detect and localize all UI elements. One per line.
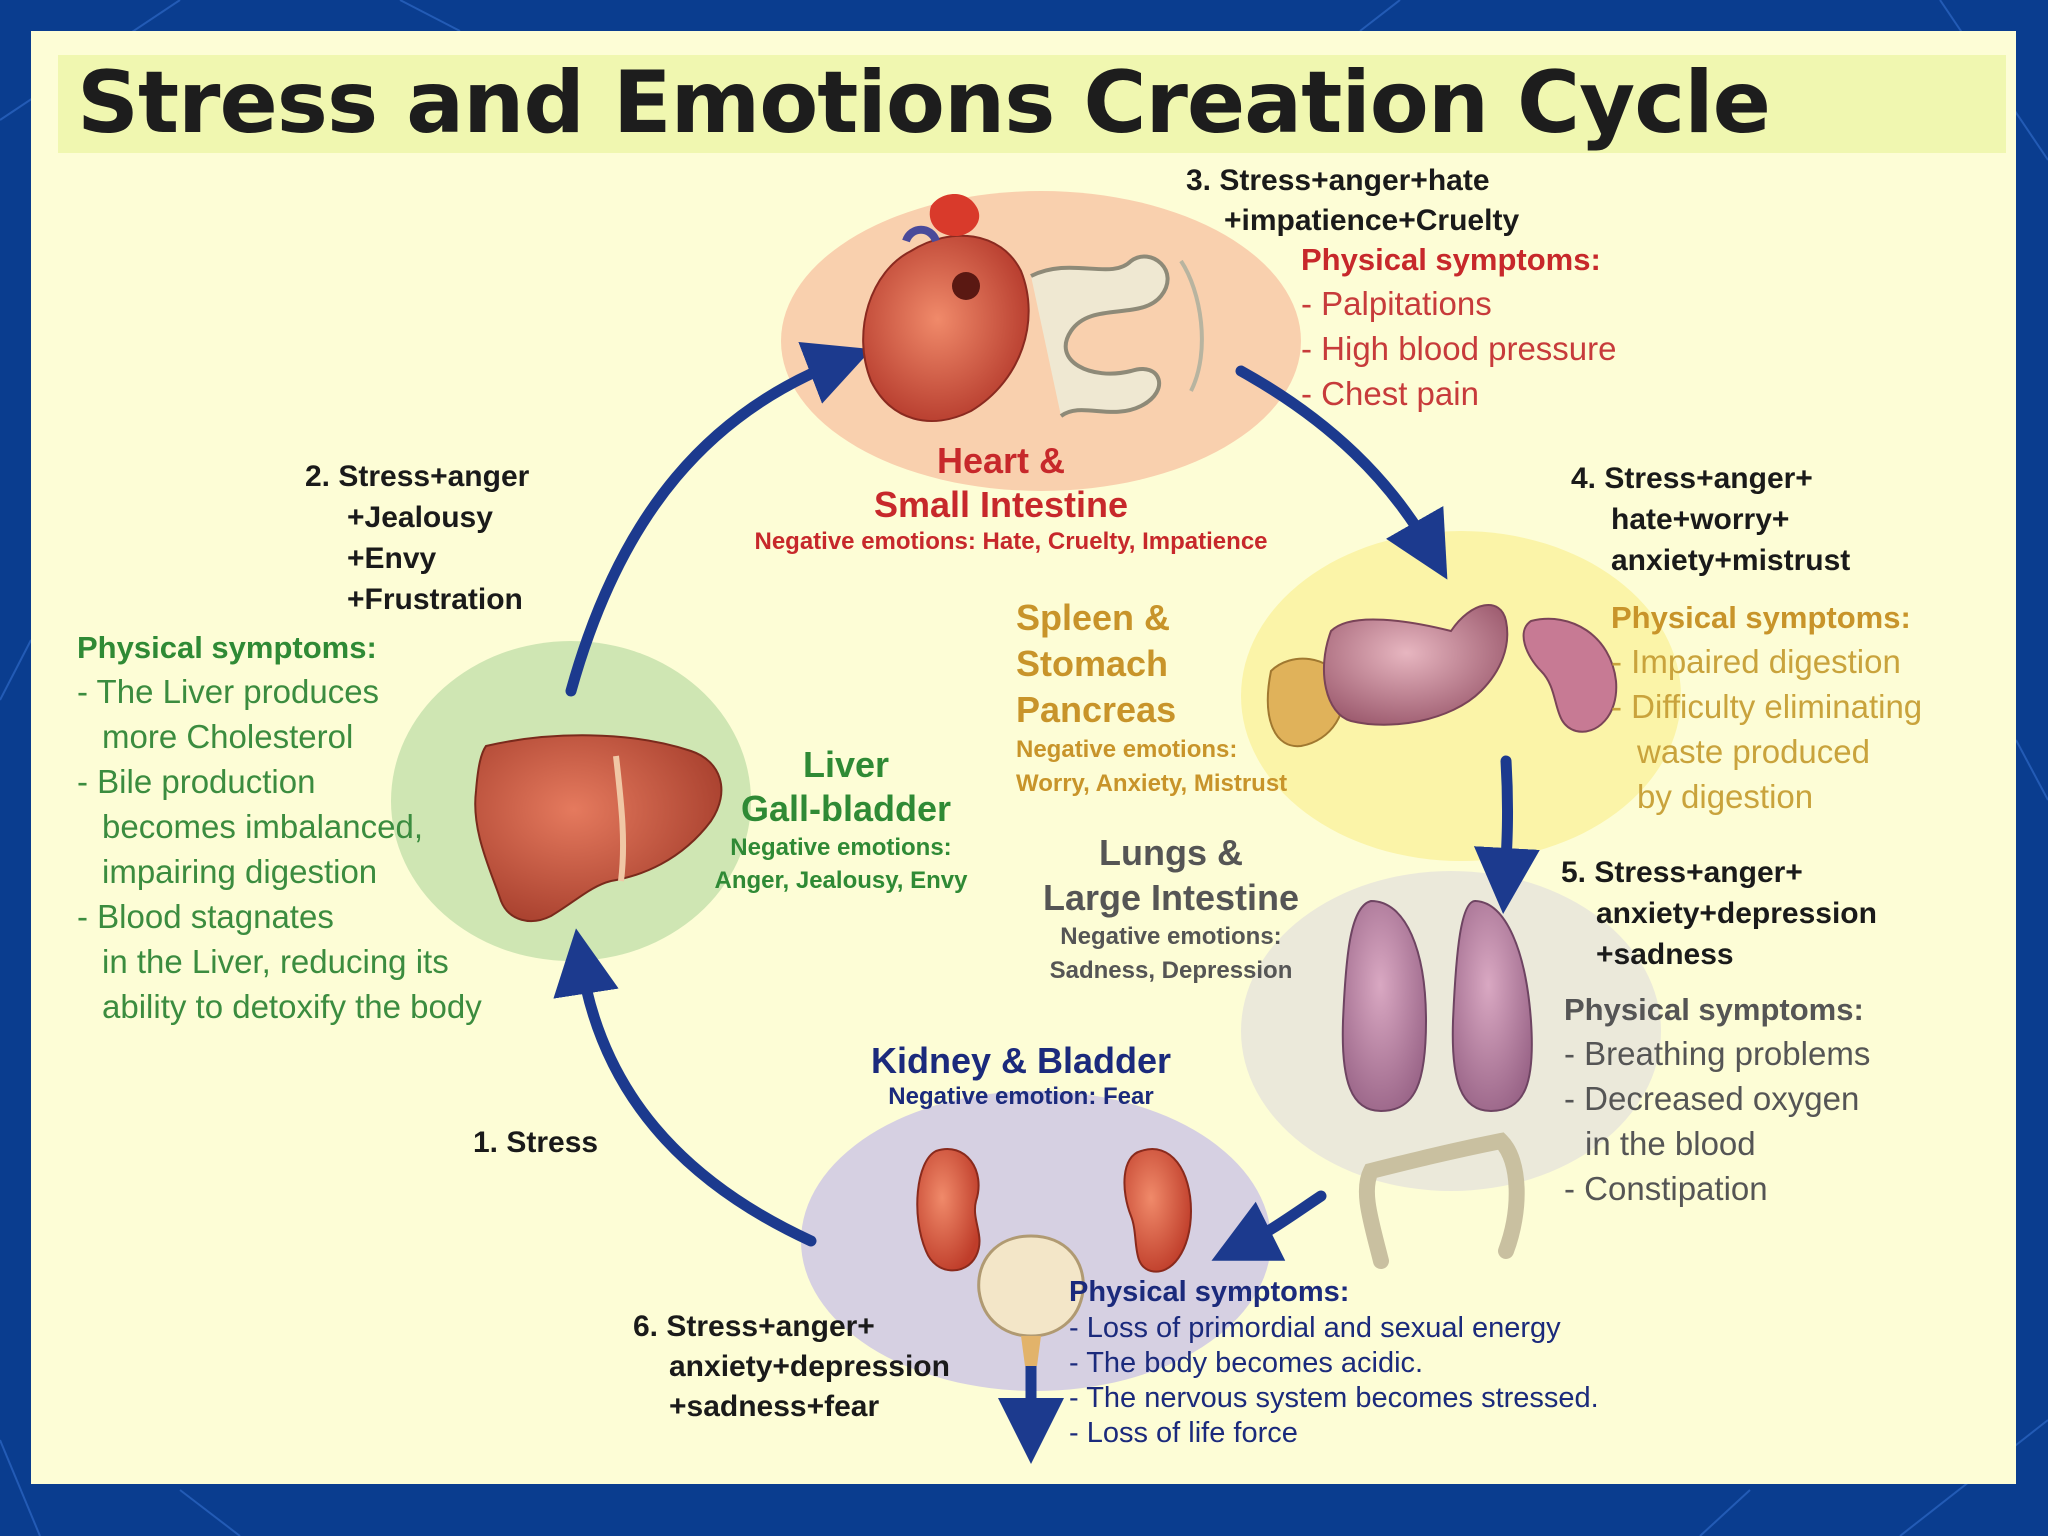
heart-icon [862,193,1030,422]
liver-emotions: Anger, Jealousy, Envy [714,867,968,894]
spleen-symptom-line: by digestion [1637,778,1814,815]
stage-4-line-2: hate+worry+ [1611,503,1790,536]
spleen-symptom-line: waste produced [1637,733,1870,770]
arrow-kidney-to-liver [553,928,817,1247]
stage-6-line-3: +sadness+fear [669,1390,880,1423]
liver-name: Gall-bladder [740,788,952,829]
spleen-emotions: Worry, Anxiety, Mistrust [1016,770,1288,797]
stage-2-line-4: +Frustration [347,583,523,616]
liver-symptom-line: more Cholesterol [102,718,354,755]
kidney-symptom-line: - The nervous system becomes stressed. [1069,1382,1599,1414]
stage-1-label: 1. Stress [473,1126,599,1159]
title-bar [58,55,2006,153]
small-intestine-icon [1030,254,1204,418]
heart-symptom-line: - Chest pain [1301,375,1479,412]
liver-symptom-line: in the Liver, reducing its [102,943,449,980]
kidney-name: Kidney & Bladder [870,1040,1172,1081]
lungs-symptom-line: in the blood [1585,1125,1756,1162]
lungs-symptom-line: - Constipation [1564,1170,1768,1207]
kidney-symptom-line: - Loss of primordial and sexual energy [1069,1312,1561,1344]
lungs-symptom-line: - Breathing problems [1564,1035,1871,1072]
heart-name: Small Intestine [873,484,1129,525]
arrow-heart-to-spleen [1235,365,1448,580]
liver-icon [474,734,723,922]
stage-4-line-3: anxiety+mistrust [1611,544,1851,577]
stomach-icon [1323,604,1509,726]
heart-name: Heart & [936,440,1066,481]
diagram-panel: Stress and Emotions Creation Cycle [31,31,2016,1484]
lungs-name: Lungs & [1099,832,1243,873]
heart-symptom-line: - Palpitations [1301,285,1492,322]
liver-symptom-line: - The Liver produces [77,673,380,710]
heart-symptom-line: - High blood pressure [1301,330,1617,367]
page-title: Stress and Emotions Creation Cycle [77,53,1771,153]
lungs-name: Large Intestine [1042,877,1300,918]
liver-symptom-line: - Bile production [77,763,316,800]
spleen-symptom-line: - Impaired digestion [1611,643,1901,680]
spleen-name: Pancreas [1016,689,1177,730]
lungs-symptoms-heading: Physical symptoms: [1564,992,1864,1027]
stage-3-line-1: 3. Stress+anger+hate [1186,164,1490,197]
arrow-lungs-to-kidney [1211,1190,1327,1261]
bladder-icon [977,1234,1085,1366]
stage-2-line-2: +Jealousy [347,501,493,534]
kidney-symptoms-heading: Physical symptoms: [1069,1276,1350,1308]
large-intestine-icon [1358,1132,1525,1269]
stage-6-line-1: 6. Stress+anger+ [633,1310,875,1343]
kidney-icon [916,1148,1193,1273]
arrow-spleen-to-lungs [1473,755,1540,914]
spleen-symptom-line: - Difficulty eliminating [1611,688,1923,725]
liver-symptom-line: impairing digestion [102,853,378,890]
lungs-symptom-line: - Decreased oxygen [1564,1080,1860,1117]
heart-symptoms-heading: Physical symptoms: [1301,242,1601,277]
liver-symptom-line: - Blood stagnates [77,898,334,935]
spleen-icon [1522,617,1618,733]
spleen-symptoms-heading: Physical symptoms: [1611,600,1911,635]
arrow-liver-to-heart [565,342,872,697]
stage-3-line-2: +impatience+Cruelty [1224,204,1520,237]
spleen-name: Stomach [1016,643,1169,684]
spleen-name: Spleen & [1016,597,1171,638]
stage-2-line-1: 2. Stress+anger [305,460,530,493]
kidney-symptom-line: - The body becomes acidic. [1069,1347,1424,1379]
stage-5-line-3: +sadness [1596,938,1734,971]
stage-5-line-2: anxiety+depression [1596,897,1877,930]
lungs-area [1241,871,1661,1191]
kidney-symptom-line: - Loss of life force [1069,1417,1298,1449]
stage-4-line-1: 4. Stress+anger+ [1571,462,1813,495]
lungs-emotions: Sadness, Depression [1049,957,1293,984]
liver-emotions: Negative emotions: [730,834,952,861]
stage-6-line-2: anxiety+depression [669,1350,950,1383]
liver-symptom-line: ability to detoxify the body [102,988,482,1025]
liver-symptoms-heading: Physical symptoms: [77,630,377,665]
kidney-emotions: Negative emotion: Fear [888,1083,1154,1110]
cycle-artwork [474,193,1618,1464]
spleen-emotions: Negative emotions: [1016,736,1238,763]
liver-name: Liver [802,744,890,785]
stage-2-line-3: +Envy [347,542,437,575]
lungs-icon [1341,899,1533,1113]
liver-symptom-line: becomes imbalanced, [102,808,424,845]
stage-5-line-1: 5. Stress+anger+ [1561,856,1803,889]
lungs-emotions: Negative emotions: [1060,923,1282,950]
heart-emotions: Negative emotions: Hate, Cruelty, Impati… [754,528,1268,555]
